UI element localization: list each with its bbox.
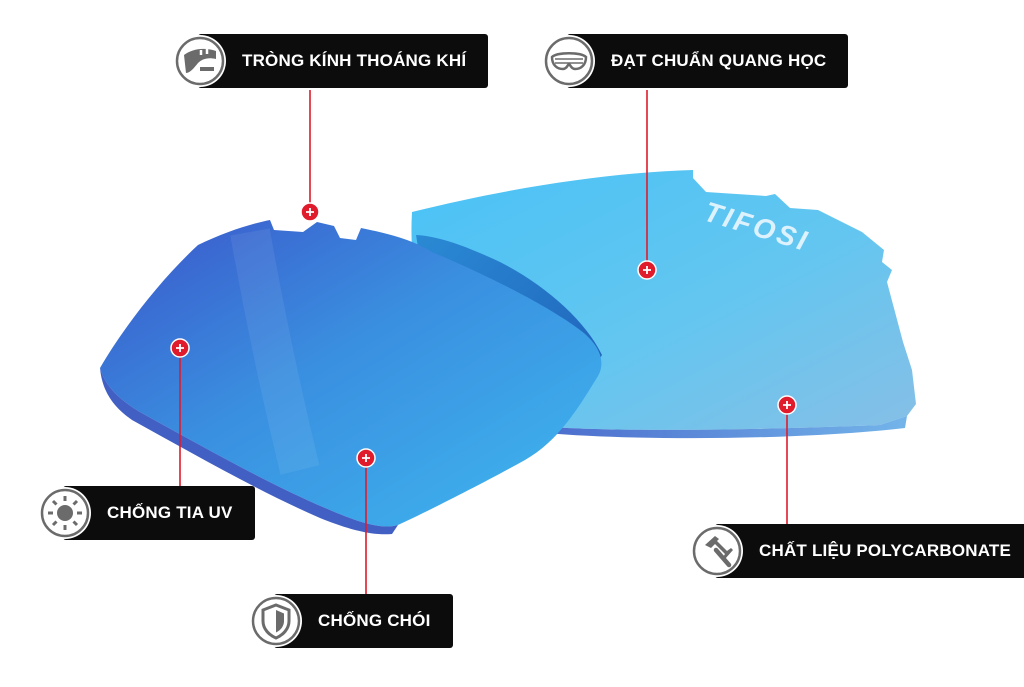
hotspot-optical[interactable] (637, 260, 657, 280)
callout-label: TRÒNG KÍNH THOÁNG KHÍ (242, 51, 467, 70)
callout-optical: ĐẠT CHUẨN QUANG HỌC (543, 34, 849, 88)
shield-icon (250, 595, 302, 647)
hotspot-vented[interactable] (300, 202, 320, 222)
callout-antiglare: CHỐNG CHÓI (250, 594, 453, 648)
optical-lens-icon (543, 35, 595, 87)
callout-label: CHẤT LIỆU POLYCARBONATE (759, 541, 1012, 560)
hotspot-uv[interactable] (170, 338, 190, 358)
leader-lines (179, 90, 788, 594)
hotspot-markers (170, 202, 797, 468)
sun-uv-icon (39, 487, 91, 539)
callout-polycarbonate: CHẤT LIỆU POLYCARBONATE (691, 524, 1024, 578)
callout-label: ĐẠT CHUẨN QUANG HỌC (611, 51, 827, 70)
hammer-icon (691, 525, 743, 577)
callout-label: CHỐNG TIA UV (107, 503, 233, 522)
hotspot-polycarbonate[interactable] (777, 395, 797, 415)
vented-lens-icon (174, 35, 226, 87)
callout-uv: CHỐNG TIA UV (39, 486, 255, 540)
left-lens (100, 220, 602, 535)
callout-label: CHỐNG CHÓI (318, 611, 431, 630)
callout-vented-lens: TRÒNG KÍNH THOÁNG KHÍ (174, 34, 489, 88)
hotspot-antiglare[interactable] (356, 448, 376, 468)
